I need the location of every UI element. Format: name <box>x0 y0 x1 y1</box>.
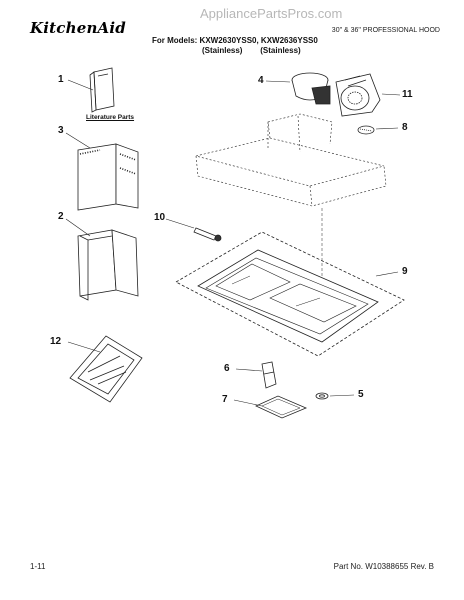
control-knob <box>193 227 222 242</box>
charcoal-filter <box>255 395 308 419</box>
callout-9: 9 <box>402 266 408 277</box>
hood-body-outline <box>195 113 387 207</box>
lamp <box>357 125 375 135</box>
callout-4: 4 <box>258 75 264 86</box>
blower <box>335 73 381 117</box>
callout-1: 1 <box>58 74 64 85</box>
lower-duct-cover <box>77 229 139 301</box>
callout-7: 7 <box>222 394 228 405</box>
literature-parts-label: Literature Parts <box>86 114 135 121</box>
callout-5: 5 <box>358 389 364 400</box>
callout-6: 6 <box>224 363 230 374</box>
literature-booklet <box>89 67 115 113</box>
callout-10: 10 <box>154 212 166 223</box>
kitchenaid-logo: KitchenAid <box>30 19 126 37</box>
hood-title: 30" & 36" PROFESSIONAL HOOD <box>331 27 440 34</box>
page-number: 1-11 <box>30 562 46 571</box>
callout-12: 12 <box>50 336 62 347</box>
callout-11: 11 <box>402 89 413 100</box>
grommet <box>315 392 329 400</box>
models-line: For Models: KXW2630YSS0, KXW2636YSS0 <box>152 36 318 45</box>
callout-3: 3 <box>58 125 64 136</box>
damper <box>291 72 331 105</box>
models-finish-line: (Stainless) (Stainless) <box>202 46 301 55</box>
part-number: Part No. W10388655 Rev. B <box>333 562 434 571</box>
callout-8: 8 <box>402 122 408 133</box>
hood-base-frame <box>175 231 405 357</box>
mounting-bracket <box>261 361 277 389</box>
upper-duct-cover <box>77 143 139 211</box>
callout-2: 2 <box>58 211 64 222</box>
watermark: AppliancePartsPros.com <box>200 6 343 21</box>
